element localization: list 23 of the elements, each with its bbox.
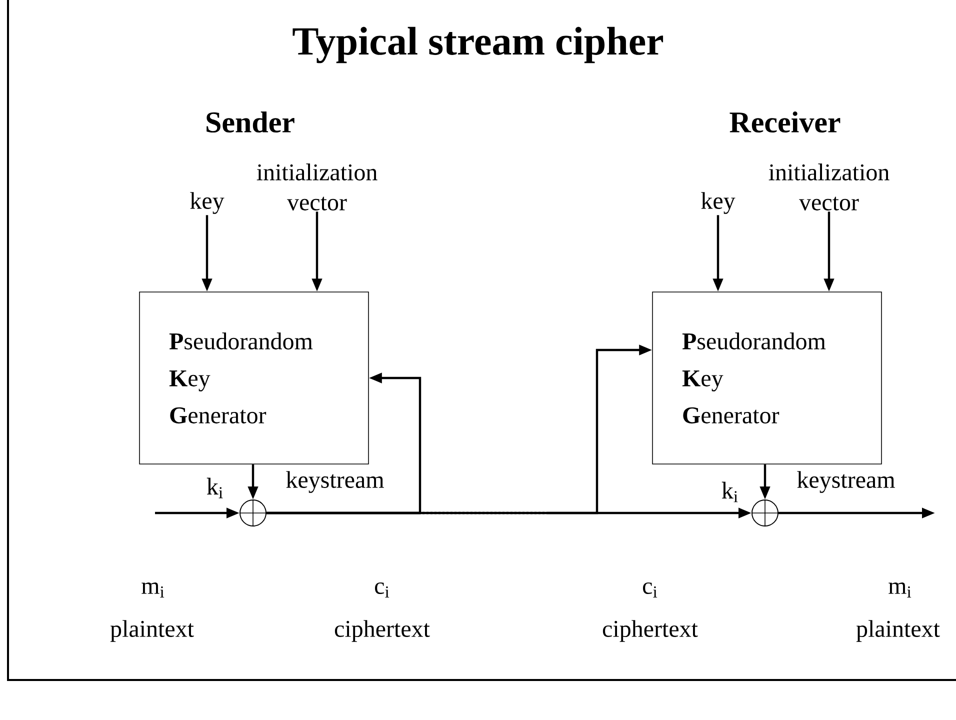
input-label: initialization vector <box>256 164 378 210</box>
variable-label: m$_{i}$ <box>142 582 164 598</box>
section-heading: Sender <box>206 111 294 133</box>
xor-symbol <box>751 499 779 527</box>
generator-box: Pseudorandom Key Generator <box>139 292 369 464</box>
edge-label: keystream <box>286 471 384 493</box>
xor-symbol <box>239 499 267 527</box>
section-heading: Receiver <box>730 111 840 133</box>
title: Typical stream cipher <box>292 26 664 64</box>
variable-label: m$_{i}$ <box>888 582 912 598</box>
signal-label: plaintext <box>856 620 940 642</box>
signal-label: ciphertext <box>602 620 698 642</box>
generator-box: Pseudorandom Key Generator <box>652 292 882 464</box>
signal-label: ciphertext <box>334 620 430 642</box>
variable-label: k$_{i}$ <box>722 482 738 502</box>
variable-label: c$_{i}$ <box>375 582 390 598</box>
input-label: key <box>190 192 224 214</box>
input-label: initialization vector <box>768 164 890 210</box>
edge-label: keystream <box>797 471 895 493</box>
variable-label: c$_{i}$ <box>643 582 658 598</box>
variable-label: k$_{i}$ <box>206 478 223 498</box>
input-label: key <box>701 192 736 214</box>
signal-label: plaintext <box>110 620 194 642</box>
